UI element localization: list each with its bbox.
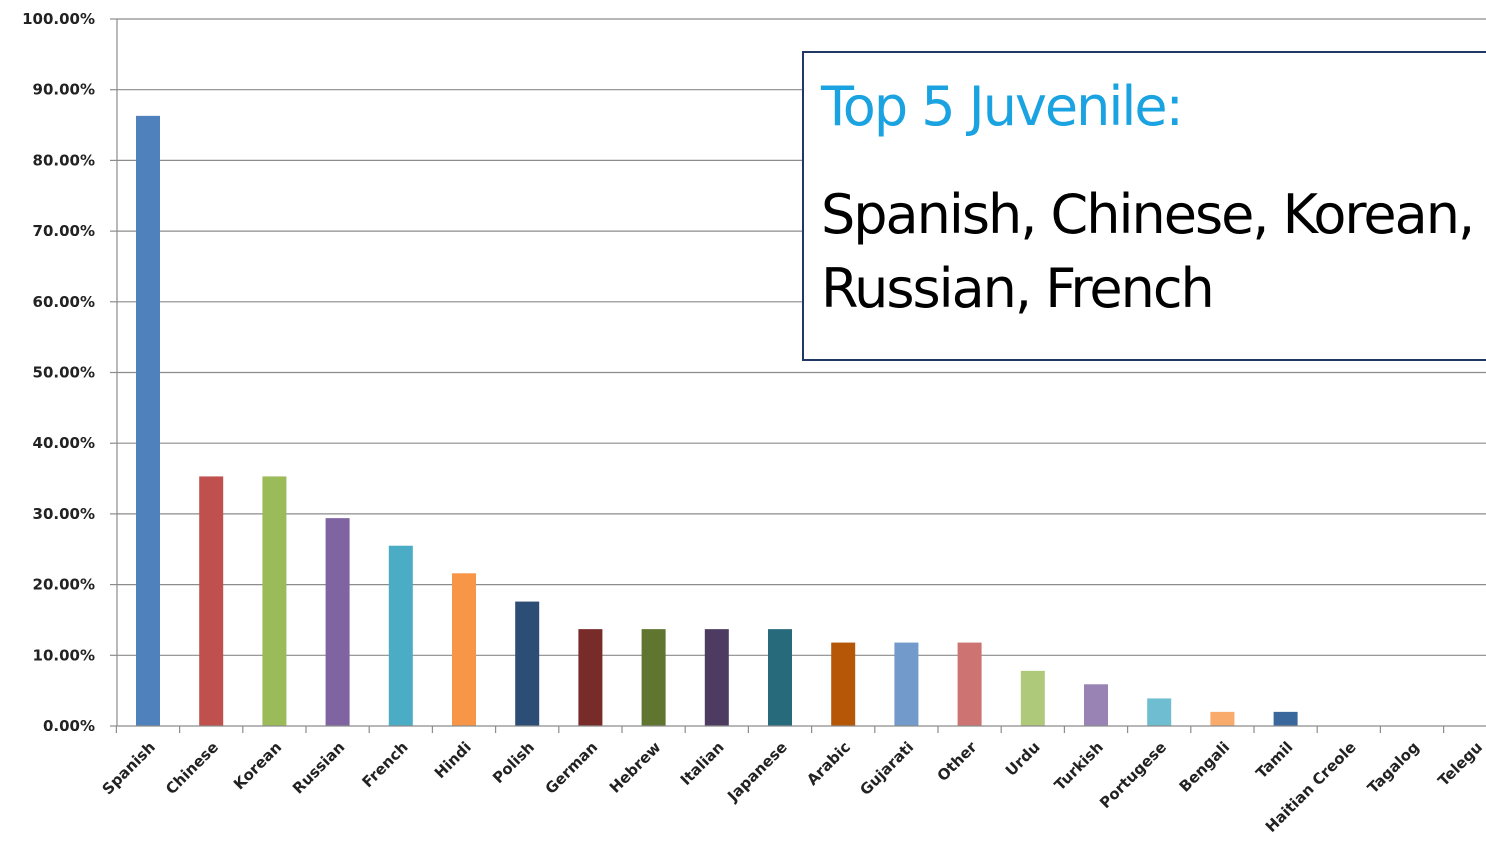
bar-portugese (1147, 698, 1172, 726)
bar-russian (325, 518, 350, 726)
x-tick-label: Other (934, 738, 981, 785)
bar-urdu (1020, 670, 1045, 726)
callout-title: Top 5 Juvenile: (821, 75, 1184, 138)
y-tick-label: 50.00% (33, 364, 95, 382)
bar-tamil (1273, 711, 1298, 726)
bar-polish (515, 601, 540, 726)
x-tick-label: Gujarati (856, 738, 917, 799)
bar-french (388, 545, 413, 726)
x-tick-label: Hindi (431, 738, 475, 782)
y-tick-label: 100.00% (22, 10, 95, 28)
y-tick-label: 10.00% (33, 646, 95, 664)
x-tick-label: Tamil (1252, 738, 1296, 782)
y-tick-label: 40.00% (33, 434, 95, 452)
bar-turkish (1084, 684, 1108, 726)
bar-gujarati (894, 642, 919, 726)
x-tick-label: Russian (289, 738, 348, 797)
bar-japanese (768, 629, 792, 726)
x-tick-label: Polish (489, 738, 538, 787)
x-tick-label: Hebrew (606, 738, 665, 797)
callout-body: Spanish, Chinese, Korean, Russian, Frenc… (821, 183, 1475, 320)
bar-other (957, 642, 982, 726)
callout-box: Top 5 Juvenile: Spanish, Chinese, Korean… (802, 51, 1486, 361)
x-tick-label: Bengali (1176, 738, 1234, 796)
bar-spanish (136, 115, 160, 726)
bar-korean (262, 476, 287, 726)
y-tick-label: 0.00% (43, 717, 95, 735)
bar-chinese (199, 476, 224, 726)
bar-hebrew (641, 629, 666, 726)
y-tick-label: 90.00% (33, 81, 95, 99)
x-tick-label: Spanish (99, 738, 159, 798)
y-tick-label: 60.00% (33, 293, 95, 311)
x-tick-label: German (542, 738, 602, 798)
x-tick-label: Tagalog (1364, 738, 1423, 797)
bar-bengali (1210, 711, 1235, 726)
x-tick-label: Arabic (803, 738, 854, 789)
y-tick-label: 30.00% (33, 505, 95, 523)
x-tick-label: Chinese (162, 738, 222, 798)
x-tick-label: Italian (677, 738, 728, 789)
x-tick-label: Telegu (1434, 738, 1486, 790)
x-tick-label: Japanese (723, 738, 791, 806)
x-tick-label: Portugese (1096, 738, 1170, 812)
x-tick-label: Korean (230, 738, 285, 793)
bar-arabic (831, 642, 856, 726)
bar-italian (704, 629, 729, 726)
y-tick-label: 80.00% (33, 151, 95, 169)
x-tick-label: Turkish (1051, 738, 1107, 794)
bar-german (578, 629, 603, 726)
y-tick-label: 20.00% (33, 576, 95, 594)
bar-hindi (452, 573, 476, 726)
x-tick-label: French (359, 738, 412, 791)
x-tick-label: Urdu (1002, 738, 1044, 780)
y-tick-label: 70.00% (33, 222, 95, 240)
